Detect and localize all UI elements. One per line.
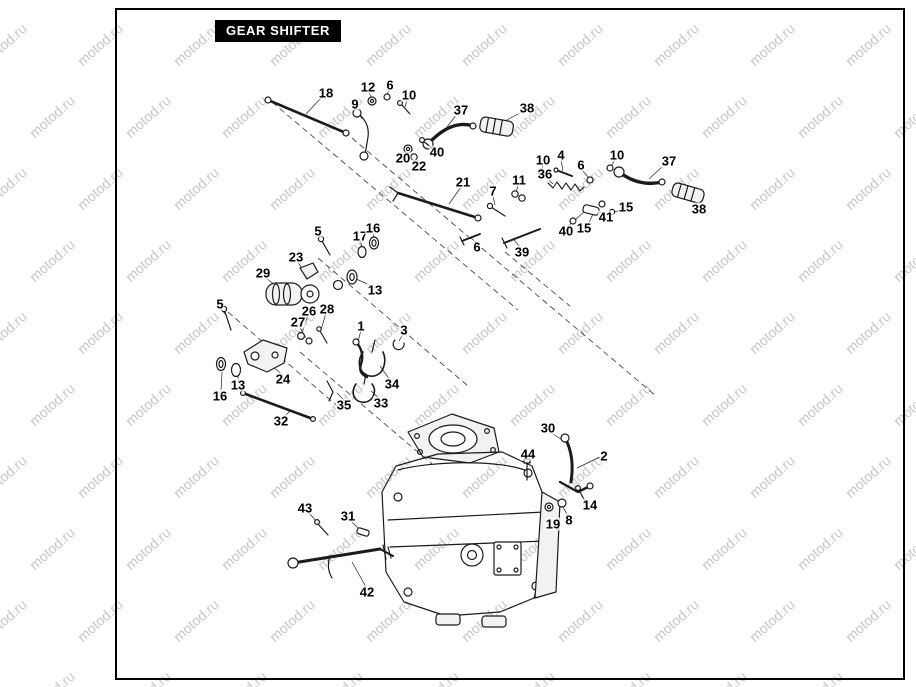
part-5-screw-left [220,305,232,331]
part-15-washer-b [598,200,606,208]
part-35-bracket [326,380,334,402]
part-34-shift-fork [358,339,386,377]
part-7-bolt [486,202,506,217]
construction-lines [227,101,657,465]
part-40-nut-right [608,208,616,216]
part-5-screw-top [317,235,331,256]
part-18-shift-rod [264,96,350,137]
transmission-case [381,413,561,628]
part-13-washer-top [346,269,358,285]
part-16-ring-bottom [215,356,227,372]
part-24-shifter-plate [243,339,288,373]
part-42-shift-shaft [287,544,394,579]
part-30-lever [560,433,574,484]
part-29-shift-cam [265,282,320,306]
part-27-washer [305,337,313,345]
part-6-nut-top [383,93,391,101]
part-32-fork-shaft [240,390,317,423]
part-20-washer [403,144,413,154]
part-2-link [558,480,594,494]
part-37-shift-lever-right [613,166,666,186]
part-21-shift-rod [389,186,482,222]
part-26-washer [297,332,306,341]
part-43-bolt [314,518,329,536]
part-38-pedal-rubber-right [671,182,705,204]
part-33-shift-fork [352,373,376,404]
part-39-bolt [501,228,541,249]
part-16-ring-top [368,236,380,250]
part-4-pin [553,167,573,177]
part-6-bolt-lower [459,233,481,246]
page-title: GEAR SHIFTER [215,20,341,42]
part-13-washer-bottom [230,362,242,378]
part-17-washer [357,245,367,259]
part-31-pin [356,527,370,537]
part-37-shift-lever-left [422,122,477,150]
part-10-washer-right [606,164,614,172]
part-8-washer [557,498,567,508]
page-border [115,8,905,680]
part-36-detent-spring [547,181,585,192]
part-22-nut [410,153,418,161]
part-19-washer [544,502,554,512]
part-10-washer-mid [537,168,545,176]
part-3-clip [392,339,405,351]
part-28-bolt [316,326,328,344]
part-23-pawl [299,262,319,280]
leader-lines [220,88,698,588]
part-10-bolt-top [397,99,411,115]
part-38-pedal-rubber-left [479,116,514,137]
part-11-washers [511,190,526,202]
part-1-shift-arm [352,338,369,379]
part-9-lever [352,108,369,161]
part-6-nut-mid [586,176,594,184]
part-12-washer [367,96,377,106]
part-15-washer-a [569,217,577,225]
part-41-plunger [582,204,600,216]
cam-roller [332,279,344,291]
